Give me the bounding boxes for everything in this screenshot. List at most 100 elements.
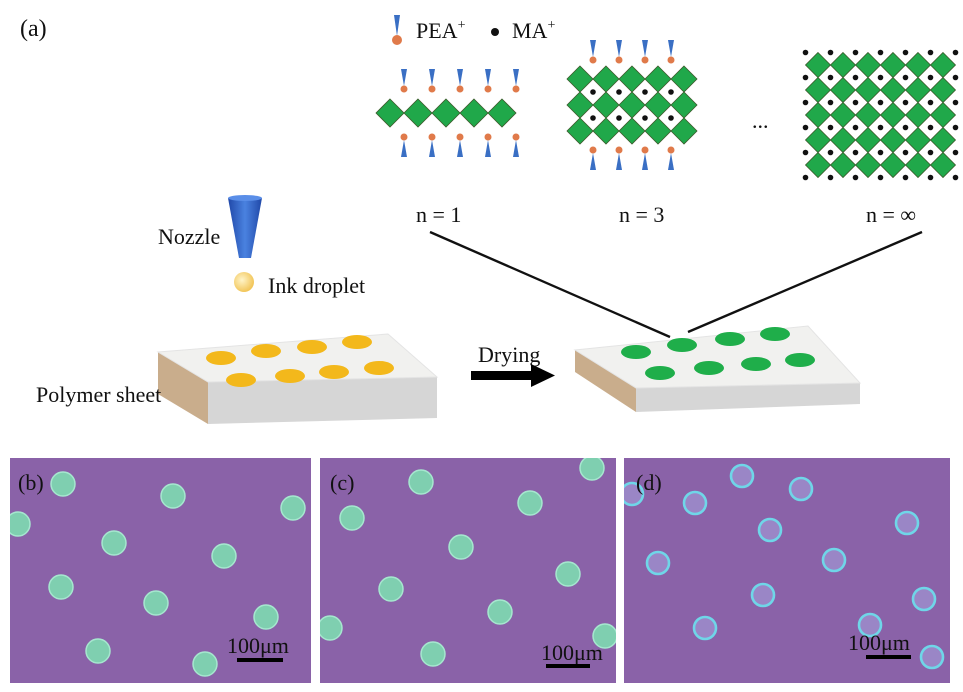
- ma-cation: [952, 99, 959, 106]
- octahedron: [904, 51, 932, 79]
- ma-cation: [852, 124, 859, 131]
- octahedron: [879, 76, 907, 104]
- octahedron: [592, 117, 620, 145]
- ma-cation: [927, 174, 934, 181]
- yellow-droplet: [297, 340, 327, 354]
- panel-a-label: (a): [20, 16, 47, 42]
- octahedron: [904, 76, 932, 104]
- scale-bar-label-d: 100μm: [848, 630, 910, 655]
- yellow-droplet: [342, 335, 372, 349]
- ma-cation: [852, 149, 859, 156]
- scale-bar-b: [237, 658, 283, 662]
- legend: PEA+ MA+: [392, 15, 555, 45]
- drying-arrow: [471, 364, 555, 387]
- pea-cation: [512, 133, 520, 157]
- green-droplet: [694, 361, 724, 375]
- ma-cation: [827, 124, 834, 131]
- micrograph-dot: [10, 511, 31, 537]
- ma-cation: [952, 149, 959, 156]
- octahedron: [929, 101, 957, 129]
- ma-legend-text: MA+: [512, 18, 555, 43]
- pea-cation: [615, 146, 623, 170]
- octahedron: [804, 76, 832, 104]
- ma-cation: [827, 149, 834, 156]
- yellow-droplet: [251, 344, 281, 358]
- ma-cation: [590, 89, 596, 95]
- octahedron: [431, 98, 461, 128]
- ma-cation: [902, 49, 909, 56]
- connector-line-left: [429, 230, 671, 339]
- pea-cation: [456, 69, 464, 93]
- micrograph-dot: [339, 505, 365, 531]
- octahedron: [592, 65, 620, 93]
- scale-bar-label-b: 100μm: [227, 633, 289, 658]
- pea-cation: [512, 69, 520, 93]
- octahedron: [904, 126, 932, 154]
- pea-cation: [400, 133, 408, 157]
- pea-cation: [400, 69, 408, 93]
- pea-cation: [589, 40, 597, 64]
- micrograph-dot: [408, 469, 434, 495]
- ma-cation: [802, 174, 809, 181]
- octahedron: [929, 126, 957, 154]
- micrograph-dot: [253, 604, 279, 630]
- panel-b-label: (b): [18, 470, 44, 495]
- octahedron: [904, 101, 932, 129]
- ma-cation: [952, 74, 959, 81]
- green-droplet: [741, 357, 771, 371]
- micrograph-d: (d) 100μm: [624, 458, 950, 683]
- connector-line-right: [687, 230, 923, 334]
- octahedron: [592, 91, 620, 119]
- panel-c-label: (c): [330, 470, 354, 495]
- ma-cation: [927, 74, 934, 81]
- octahedron: [904, 151, 932, 179]
- polymer-sheet-after: [573, 325, 862, 412]
- micrograph-dot: [192, 651, 218, 677]
- octahedron: [854, 76, 882, 104]
- micrograph-dot: [894, 510, 920, 536]
- octahedron: [804, 51, 832, 79]
- pea-cation: [484, 133, 492, 157]
- ma-cation: [952, 174, 959, 181]
- ma-cation: [852, 174, 859, 181]
- ma-cation: [877, 99, 884, 106]
- structure-ninf: [802, 49, 959, 181]
- ma-cation: [827, 99, 834, 106]
- micrograph-dot: [85, 638, 111, 664]
- scale-bar-d: [866, 655, 911, 659]
- micrograph-dot: [50, 471, 76, 497]
- structure-n1: [375, 69, 520, 157]
- ma-cation: [668, 115, 674, 121]
- ma-cation: [616, 89, 622, 95]
- octahedron: [879, 51, 907, 79]
- octahedron: [644, 65, 672, 93]
- green-droplet: [645, 366, 675, 380]
- octahedron: [829, 76, 857, 104]
- octahedron: [644, 91, 672, 119]
- octahedron: [929, 51, 957, 79]
- octahedron: [879, 126, 907, 154]
- pea-cation: [456, 133, 464, 157]
- octahedron: [804, 151, 832, 179]
- octahedron: [566, 65, 594, 93]
- micrograph-dot: [682, 490, 708, 516]
- micrograph-dot: [624, 481, 645, 507]
- octahedron: [829, 101, 857, 129]
- pea-cation: [667, 146, 675, 170]
- ma-cation: [902, 174, 909, 181]
- ma-cation: [668, 89, 674, 95]
- octahedron: [854, 51, 882, 79]
- ma-cation: [852, 99, 859, 106]
- label-n1: n = 1: [416, 202, 461, 227]
- polymer-sheet-before: [156, 333, 439, 424]
- panel-d-label: (d): [636, 470, 662, 495]
- octahedron: [854, 101, 882, 129]
- polymer-sheet-label: Polymer sheet: [36, 382, 161, 407]
- ma-cation: [827, 49, 834, 56]
- ma-cation: [642, 89, 648, 95]
- octahedron: [929, 76, 957, 104]
- ma-cation: [642, 115, 648, 121]
- micrograph-dot: [911, 586, 937, 612]
- micrograph-dot: [757, 517, 783, 543]
